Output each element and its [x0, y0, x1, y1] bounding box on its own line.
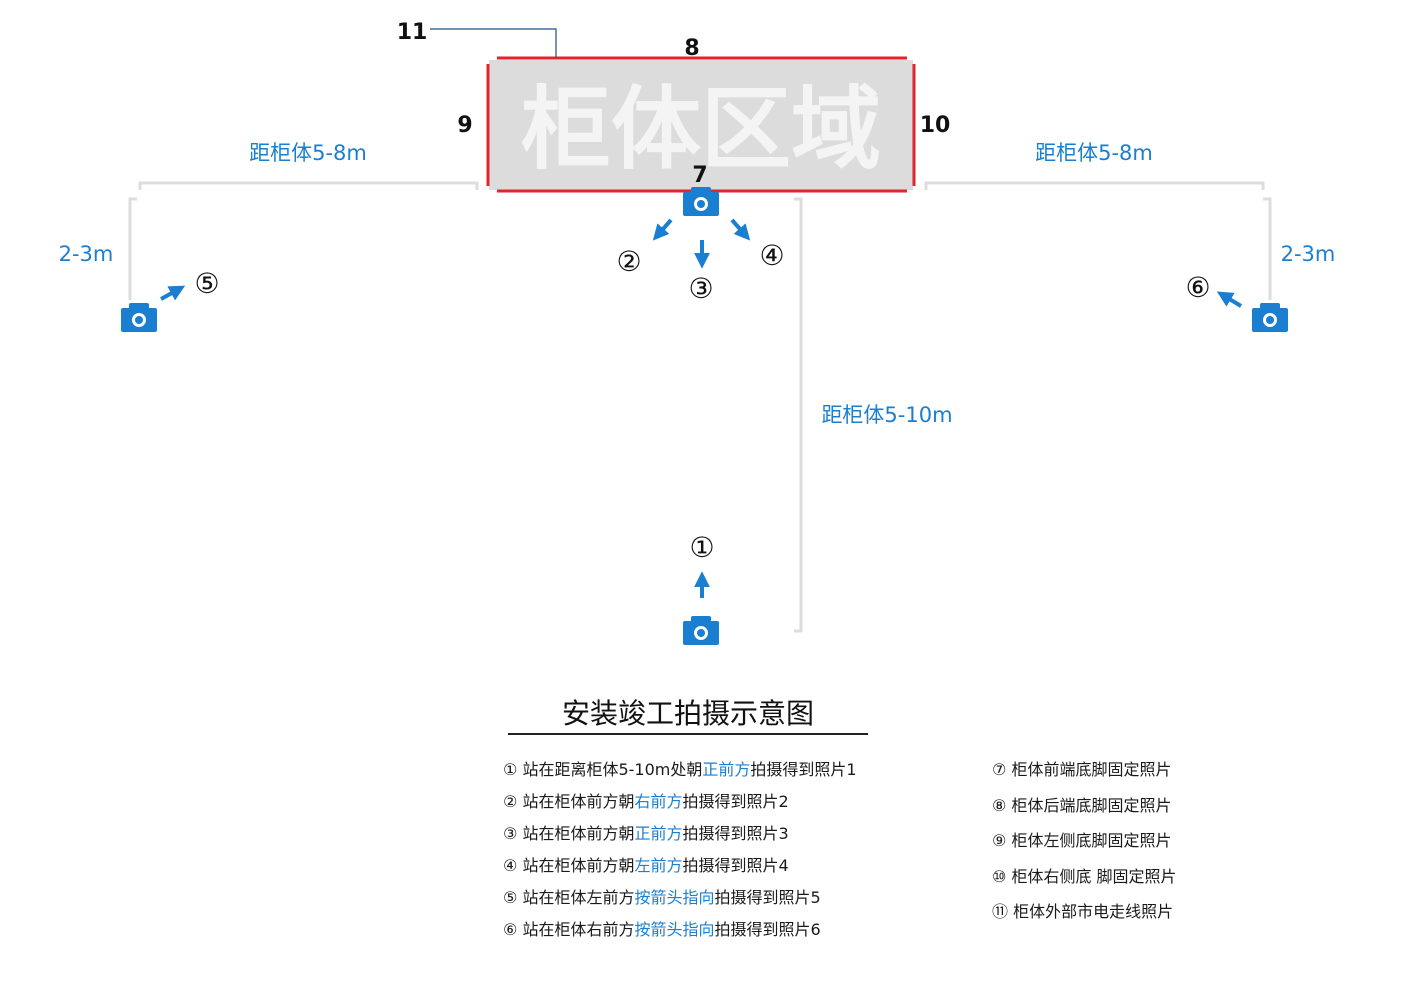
title-underline [508, 733, 868, 735]
arrow-icon [730, 218, 751, 241]
legend-row: ⑤ 站在柜体左前方按箭头指向拍摄得到照片5 [503, 884, 821, 908]
legend-row: ③ 站在柜体前方朝正前方拍摄得到照片3 [503, 820, 789, 844]
legend-row: ④ 站在柜体前方朝左前方拍摄得到照片4 [503, 852, 789, 876]
legend-text: 站在柜体前方朝 [522, 824, 635, 843]
distance-front: 距柜体5-10m [821, 403, 952, 427]
legend-highlight: 正前方 [634, 824, 683, 843]
marker-6: ⑥ [1185, 271, 1210, 304]
legend-text: 柜体前端底脚固定照片 [1011, 760, 1172, 779]
legend-row: ⑥ 站在柜体右前方按箭头指向拍摄得到照片6 [503, 916, 821, 940]
marker-4: ④ [759, 239, 784, 272]
arrow-icon [652, 218, 673, 241]
camera-icon [1252, 303, 1288, 332]
distance-right-side: 2-3m [1281, 242, 1336, 266]
legend-number: ⑨ [992, 831, 1012, 850]
camera-icon [683, 616, 719, 645]
legend-highlight: 正前方 [702, 760, 751, 779]
legend-number: ⑥ [503, 920, 523, 939]
legend-number: ⑪ [992, 902, 1014, 921]
legend-text: 拍摄得到照片6 [714, 920, 821, 939]
legend-row: ① 站在距离柜体5-10m处朝正前方拍摄得到照片1 [503, 756, 857, 780]
legend-number: ③ [503, 824, 523, 843]
left-top-guide [138, 181, 479, 190]
legend-number: ⑦ [992, 760, 1012, 779]
distance-left-side: 2-3m [59, 242, 114, 266]
marker-3: ③ [688, 272, 713, 305]
legend-text: 拍摄得到照片5 [714, 888, 821, 907]
legend-text: 柜体后端底脚固定照片 [1011, 795, 1172, 815]
legend-row: ⑨ 柜体左侧底脚固定照片 [992, 827, 1171, 851]
label-9: 9 [457, 113, 472, 138]
camera-icon [121, 303, 157, 332]
legend-row: ⑩ 柜体右侧底 脚固定照片 [992, 863, 1177, 887]
legend-highlight: 按箭头指向 [634, 920, 715, 939]
legend-number: ② [503, 792, 523, 811]
label-11: 11 [397, 20, 428, 45]
marker-2: ② [616, 245, 641, 278]
legend-row: ⑧ 柜体后端底脚固定照片 [992, 792, 1171, 816]
right-top-guide [924, 181, 1265, 190]
arrow-icon [1216, 291, 1243, 308]
legend-row: ⑦ 柜体前端底脚固定照片 [992, 756, 1171, 780]
legend-row: ② 站在柜体前方朝右前方拍摄得到照片2 [503, 788, 789, 812]
legend-text: 拍摄得到照片3 [682, 824, 789, 843]
marker-1: ① [689, 531, 714, 564]
right-side-guide [1263, 197, 1272, 300]
legend-highlight: 右前方 [634, 792, 683, 811]
legend-text: 站在柜体前方朝 [522, 792, 635, 811]
diagram-title: 安装竣工拍摄示意图 [561, 697, 814, 730]
left-side-guide [128, 197, 137, 300]
legend-text: 拍摄得到照片1 [750, 760, 857, 779]
distance-left-top: 距柜体5-8m [249, 141, 367, 165]
arrow-icon [160, 285, 186, 301]
legend-number: ⑧ [992, 795, 1012, 815]
legend-number: ④ [503, 856, 523, 875]
marker-5: ⑤ [194, 267, 219, 300]
legend-text: 柜体外部市电走线照片 [1013, 902, 1174, 921]
legend-text: 柜体右侧底 脚固定照片 [1011, 866, 1177, 886]
legend-number: ① [503, 760, 523, 779]
legend-text: 拍摄得到照片4 [682, 856, 789, 875]
front-guide [794, 197, 803, 633]
wiring-leader-line [430, 28, 557, 58]
cabinet-area-label: 柜体区域 [521, 77, 881, 182]
legend-text: 站在柜体前方朝 [522, 856, 635, 875]
distance-right-top: 距柜体5-8m [1035, 141, 1153, 165]
legend-text: 站在柜体右前方 [522, 920, 635, 939]
legend-text: 柜体左侧底脚固定照片 [1011, 831, 1172, 850]
legend-text: 站在柜体左前方 [522, 888, 635, 907]
legend-row: ⑪ 柜体外部市电走线照片 [992, 898, 1173, 922]
label-10: 10 [920, 113, 951, 138]
label-8: 8 [684, 36, 699, 61]
legend-highlight: 按箭头指向 [634, 888, 715, 907]
legend-highlight: 左前方 [634, 856, 683, 875]
label-7: 7 [692, 163, 707, 188]
cabinet-area [489, 60, 913, 190]
legend-text: 站在距离柜体5-10m处朝 [522, 760, 703, 779]
legend-number: ⑩ [992, 866, 1012, 886]
legend-text: 拍摄得到照片2 [682, 792, 789, 811]
legend-number: ⑤ [503, 888, 523, 907]
